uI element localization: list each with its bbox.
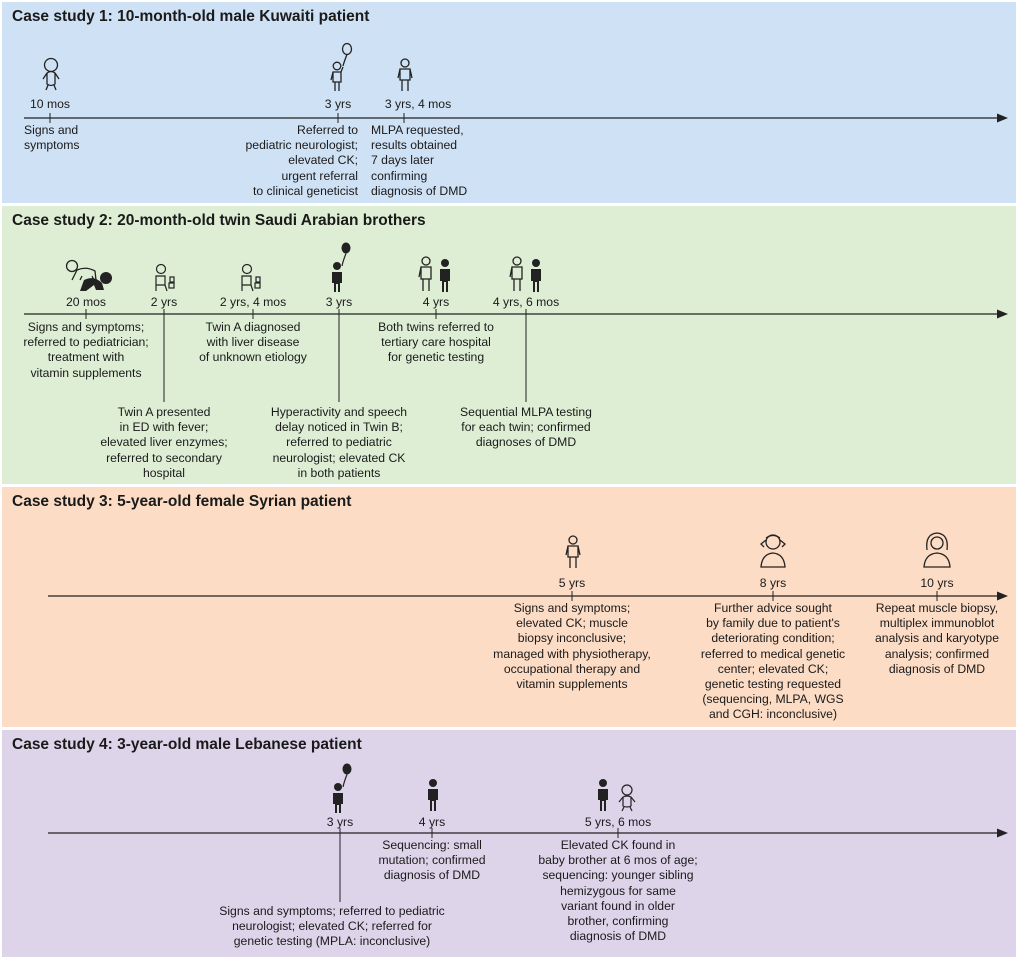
child-balloon-icon-solid-2 (333, 763, 352, 813)
twin-children-icon-2 (509, 256, 541, 292)
case-4-age-2: 4 yrs (418, 815, 446, 829)
case-2-age-6: 4 yrs, 6 mos (492, 295, 560, 309)
boy-child-icon-solid (428, 779, 438, 811)
case-2-title: Case study 2: 20-month-old twin Saudi Ar… (12, 212, 426, 229)
case-1-event-1: Signs and symptoms (24, 123, 80, 153)
case-3-age-3: 10 yrs (920, 576, 954, 590)
case-1-axis (24, 113, 1008, 123)
baby-icon (42, 57, 60, 91)
case-1-event-3: MLPA requested, results obtained 7 days … (371, 123, 468, 198)
case-3-event-3: Repeat muscle biopsy, multiplex immunobl… (875, 601, 999, 676)
case-2-axis (24, 309, 1008, 402)
case-3-title: Case study 3: 5-year-old female Syrian p… (12, 493, 352, 510)
case-2-age-5: 4 yrs (422, 295, 450, 309)
teen-girl-icon (923, 532, 951, 568)
case-1-age-2: 3 yrs (324, 97, 352, 111)
case-2-event-3: Twin A diagnosed with liver disease of u… (199, 320, 307, 365)
case-panel-3: Case study 3: 5-year-old female Syrian p… (1, 486, 1017, 728)
case-4-axis (48, 828, 1008, 902)
case-4-title: Case study 4: 3-year-old male Lebanese p… (12, 736, 362, 753)
case-2-age-1: 20 mos (66, 295, 106, 309)
toddler-blocks-icon-2 (241, 263, 261, 292)
case-2-event-6: Sequential MLPA testing for each twin; c… (460, 405, 592, 450)
case-3-event-2: Further advice sought by family due to p… (700, 601, 846, 722)
case-2-event-2: Twin A presented in ED with fever; eleva… (100, 405, 228, 480)
case-2-age-4: 3 yrs (325, 295, 353, 309)
case-1-age-1: 10 mos (30, 97, 70, 111)
case-1-event-2: Referred to pediatric neurologist; eleva… (245, 123, 358, 198)
case-2-event-1: Signs and symptoms; referred to pediatri… (23, 320, 149, 380)
case-panel-2: Case study 2: 20-month-old twin Saudi Ar… (1, 205, 1017, 485)
case-1-age-3: 3 yrs, 4 mos (384, 97, 452, 111)
child-balloon-icon (330, 42, 353, 91)
case-4-event-2: Sequencing: small mutation; confirmed di… (378, 838, 486, 883)
girl-pigtails-icon (760, 534, 786, 568)
case-2-age-2: 2 yrs (150, 295, 178, 309)
case-4-event-3: Elevated CK found in baby brother at 6 m… (538, 838, 698, 944)
toddler-blocks-icon (155, 263, 175, 292)
case-4-event-1: Signs and symptoms; referred to pediatri… (219, 904, 445, 949)
case-4-age-3: 5 yrs, 6 mos (584, 815, 652, 829)
case-3-event-1: Signs and symptoms; elevated CK; muscle … (493, 601, 651, 692)
crawling-twins-icon (65, 259, 112, 291)
case-2-event-4: Hyperactivity and speech delay noticed i… (270, 405, 408, 480)
case-4-age-1: 3 yrs (326, 815, 354, 829)
child-icon (397, 58, 413, 91)
twin-children-icon (418, 256, 450, 292)
case-3-axis (48, 591, 1008, 601)
case-panel-1: Case study 1: 10-month-old male Kuwaiti … (1, 1, 1017, 204)
case-panel-4: Case study 4: 3-year-old male Lebanese p… (1, 729, 1017, 958)
case-3-age-2: 8 yrs (759, 576, 787, 590)
case-3-age-1: 5 yrs (558, 576, 586, 590)
girl-child-icon (565, 535, 581, 568)
brother-baby-icon (598, 779, 636, 812)
case-2-event-5: Both twins referred to tertiary care hos… (378, 320, 494, 365)
child-balloon-icon-solid (332, 242, 351, 292)
case-1-title: Case study 1: 10-month-old male Kuwaiti … (12, 8, 370, 25)
case-2-age-3: 2 yrs, 4 mos (219, 295, 287, 309)
